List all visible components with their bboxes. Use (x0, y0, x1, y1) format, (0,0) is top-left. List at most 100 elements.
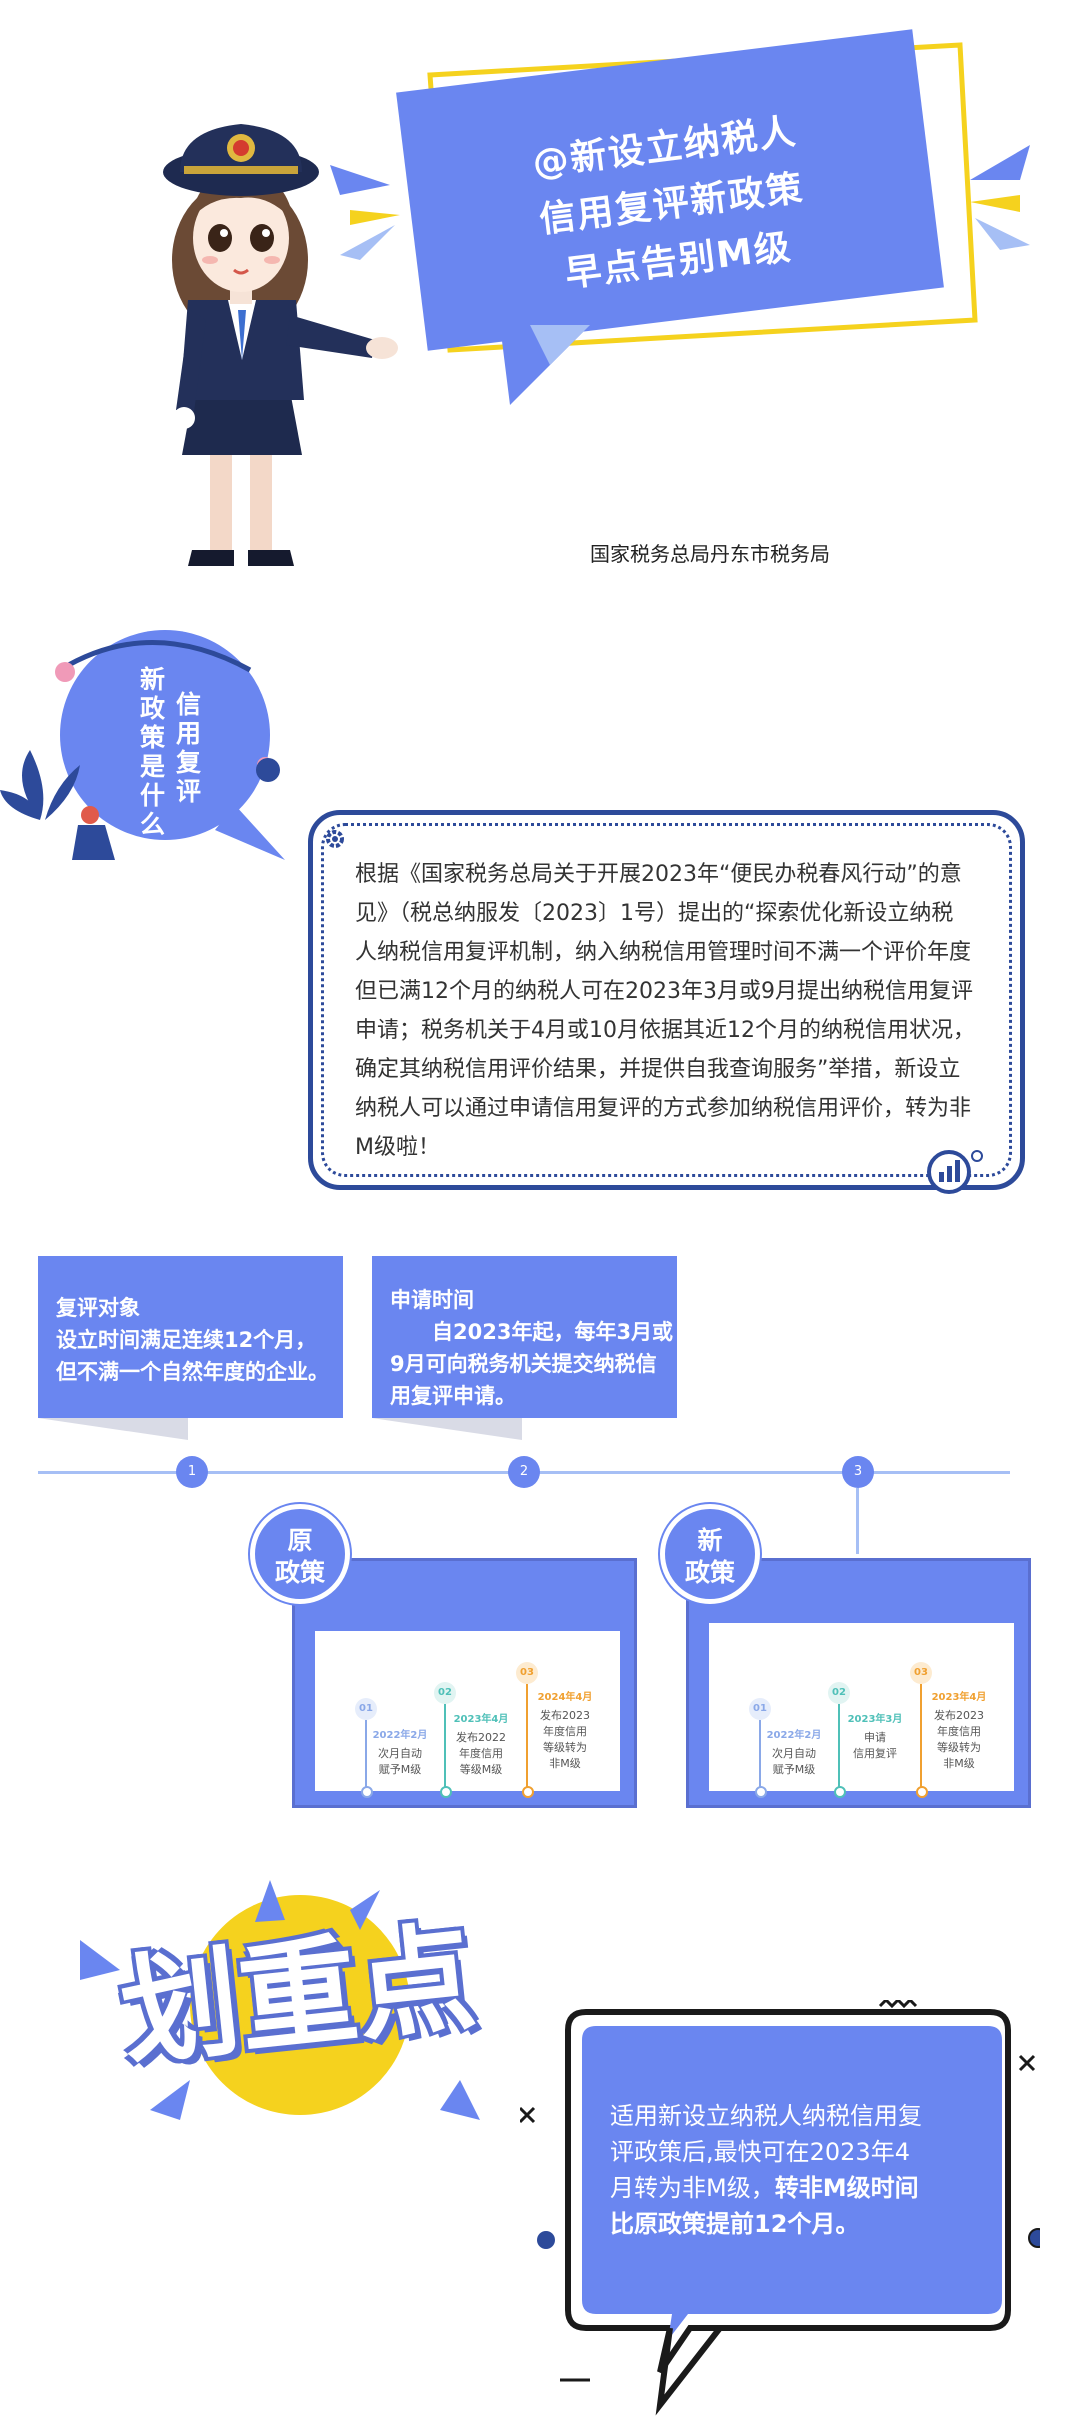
step-dot (361, 1786, 373, 1798)
org-name: 国家税务总局丹东市税务局 (590, 542, 830, 566)
highlight-line: 适用新设立纳税人纳税信用复 (610, 2102, 922, 2130)
policy-text-line: 见》（税总纳服发〔2023〕1号）提出的“探索优化新设立纳税 (355, 901, 954, 926)
left-spark-icon (330, 165, 400, 260)
policy-step: 01 2022年2月 次月自动 赋予M级 (746, 1670, 826, 1798)
officer-mascot-illustration (163, 124, 398, 566)
new-policy-steps: 01 2022年2月 次月自动 赋予M级 02 2023年3月 申请 信用复评 … (746, 1662, 1006, 1798)
policy-text-line: 纳税人可以通过申请信用复评的方式参加纳税信用评价，转为非 (355, 1096, 972, 1121)
new-policy-label: 政策 (684, 1558, 735, 1587)
step-dot (916, 1786, 928, 1798)
step-number: 02 (828, 1682, 850, 1704)
step-number: 03 (516, 1662, 538, 1684)
policy-text-line: 人纳税信用复评机制，纳入纳税信用管理时间不满一个评价年度 (355, 940, 972, 965)
timeline-node-1: 1 (176, 1456, 208, 1488)
step-desc-line: 次月自动 (772, 1747, 816, 1760)
step-desc-line: 赋予M级 (378, 1763, 422, 1776)
policy-text-line: 根据《国家税务总局关于开展2023年“便民办税春风行动”的意 (355, 862, 962, 887)
title-card-tail (500, 325, 590, 405)
step-desc-line: 信用复评 (853, 1747, 897, 1760)
old-policy-steps: 01 2022年2月 次月自动 赋予M级 02 2023年4月 发布2022 年… (352, 1662, 612, 1798)
step-date: 2023年4月 (931, 1692, 987, 1703)
step-number: 02 (434, 1682, 456, 1704)
step-desc-line: 年度信用 (543, 1725, 587, 1738)
info-box-line: 自2023年起，每年3月或 (432, 1320, 674, 1344)
policy-text-line: M级啦！ (355, 1135, 440, 1160)
info-box-line: 设立时间满足连续12个月， (56, 1328, 317, 1352)
info-box-apply-time: 申请时间 自2023年起，每年3月或 9月可向税务机关提交纳税信 用复评申请。 (372, 1256, 677, 1418)
highlight-line: 月转为非M级，转非M级时间 (610, 2170, 1010, 2206)
step-stem (838, 1704, 840, 1790)
step-desc-line: 等级M级 (459, 1763, 503, 1776)
timeline-node-3: 3 (842, 1456, 874, 1488)
info-box-shadow (38, 1418, 188, 1440)
timeline-node-2: 2 (508, 1456, 540, 1488)
step-desc-line: 非M级 (549, 1757, 581, 1770)
step-desc: 次月自动 赋予M级 (762, 1746, 826, 1778)
badge-title-col2: 信用复评 (176, 690, 202, 806)
gear-icon (326, 830, 344, 848)
step-number: 01 (355, 1698, 377, 1720)
step-desc: 发布2023 年度信用 等级转为 非M级 (530, 1708, 600, 1772)
step-dot (522, 1786, 534, 1798)
highlight-bold-line: 比原政策提前12个月。 (610, 2210, 860, 2238)
policy-text-line: 申请；税务机关于4月或10月依据其近12个月的纳税信用状况， (355, 1018, 975, 1043)
policy-text-box-inner (321, 823, 1012, 1177)
step-stem (365, 1720, 367, 1790)
policy-text: 根据《国家税务总局关于开展2023年“便民办税春风行动”的意 见》（税总纳服发〔… (355, 855, 995, 1167)
step-desc-line: 赋予M级 (772, 1763, 816, 1776)
step-number: 01 (749, 1698, 771, 1720)
info-box-review-target: 复评对象 设立时间满足连续12个月， 但不满一个自然年度的企业。 (38, 1256, 343, 1418)
timeline-connector (856, 1488, 859, 1554)
step-desc-line: 等级转为 (543, 1741, 587, 1754)
key-points-logo-background (80, 1880, 480, 2120)
info-box-line: 但不满一个自然年度的企业。 (56, 1360, 329, 1384)
new-policy-label-circle: 新 政策 (660, 1504, 760, 1604)
step-number: 03 (910, 1662, 932, 1684)
step-desc-line: 发布2023 (934, 1709, 984, 1722)
step-dot (755, 1786, 767, 1798)
policy-step: 03 2024年4月 发布2023 年度信用 等级转为 非M级 (516, 1662, 600, 1798)
step-desc-line: 年度信用 (937, 1725, 981, 1738)
step-desc-line: 发布2023 (540, 1709, 590, 1722)
section-badge-bubble (0, 630, 285, 860)
header-section: @新设立纳税人 信用复评新政策 早点告别M级 国家税务总局丹东市税务局 (0, 0, 1080, 600)
step-desc-line: 次月自动 (378, 1747, 422, 1760)
old-policy-label-circle: 原 政策 (250, 1504, 350, 1604)
policy-text-box: 根据《国家税务总局关于开展2023年“便民办税春风行动”的意 见》（税总纳服发〔… (308, 810, 1025, 1190)
step-desc-line: 申请 (864, 1731, 886, 1744)
highlight-bold: 转非M级时间 (774, 2174, 919, 2202)
step-date: 2023年4月 (453, 1714, 509, 1725)
step-stem (759, 1720, 761, 1790)
policy-step: 02 2023年4月 发布2022 年度信用 等级M级 (434, 1670, 514, 1798)
info-box-title: 复评对象 (56, 1296, 140, 1320)
step-desc: 发布2022 年度信用 等级M级 (448, 1730, 514, 1778)
info-box-shadow (372, 1418, 522, 1440)
step-date: 2022年2月 (766, 1730, 822, 1741)
step-desc: 次月自动 赋予M级 (368, 1746, 432, 1778)
policy-step: 01 2022年2月 次月自动 赋予M级 (352, 1670, 432, 1798)
info-box-title: 申请时间 (390, 1288, 474, 1312)
step-stem (444, 1704, 446, 1790)
step-desc-line: 等级转为 (937, 1741, 981, 1754)
step-dot (834, 1786, 846, 1798)
highlight-line: 评政策后,最快可在2023年4 (610, 2138, 910, 2166)
policy-text-line: 确定其纳税信用评价结果，并提供自我查询服务”举措，新设立 (355, 1057, 961, 1082)
highlight-text: 适用新设立纳税人纳税信用复 评政策后,最快可在2023年4 月转为非M级，转非M… (610, 2098, 1010, 2242)
badge-title-col1: 新政策是什么 (140, 665, 166, 839)
step-dot (440, 1786, 452, 1798)
highlight-bubble-frame (520, 2000, 1040, 2416)
old-policy-label: 原 (287, 1526, 313, 1555)
policy-step: 03 2023年4月 发布2023 年度信用 等级转为 非M级 (910, 1662, 994, 1798)
step-desc: 申请 信用复评 (842, 1730, 908, 1762)
old-policy-label: 政策 (274, 1558, 325, 1587)
new-policy-label: 新 (697, 1526, 723, 1555)
step-date: 2024年4月 (537, 1692, 593, 1703)
step-desc: 发布2023 年度信用 等级转为 非M级 (924, 1708, 994, 1772)
step-stem (526, 1684, 528, 1790)
policy-text-line: 但已满12个月的纳税人可在2023年3月或9月提出纳税信用复评 (355, 979, 973, 1004)
step-desc-line: 发布2022 (456, 1731, 506, 1744)
step-date: 2023年3月 (847, 1714, 903, 1725)
policy-step: 02 2023年3月 申请 信用复评 (828, 1670, 908, 1798)
chart-bars-icon (927, 1150, 983, 1194)
step-date: 2022年2月 (372, 1730, 428, 1741)
